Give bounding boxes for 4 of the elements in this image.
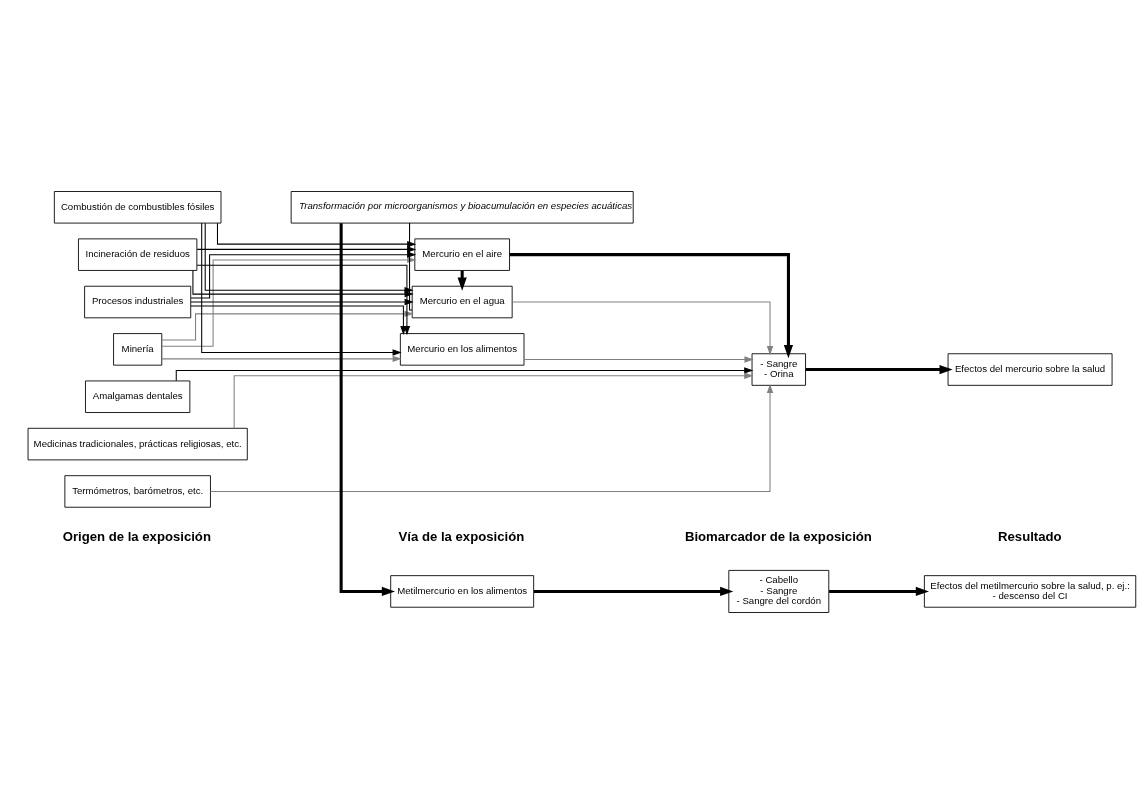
- label: Biomarcador de la exposición: [684, 528, 872, 544]
- label: Origen de la exposición: [62, 528, 211, 544]
- label: Vía de la exposición: [398, 528, 525, 544]
- label: Resultado: [998, 528, 1062, 544]
